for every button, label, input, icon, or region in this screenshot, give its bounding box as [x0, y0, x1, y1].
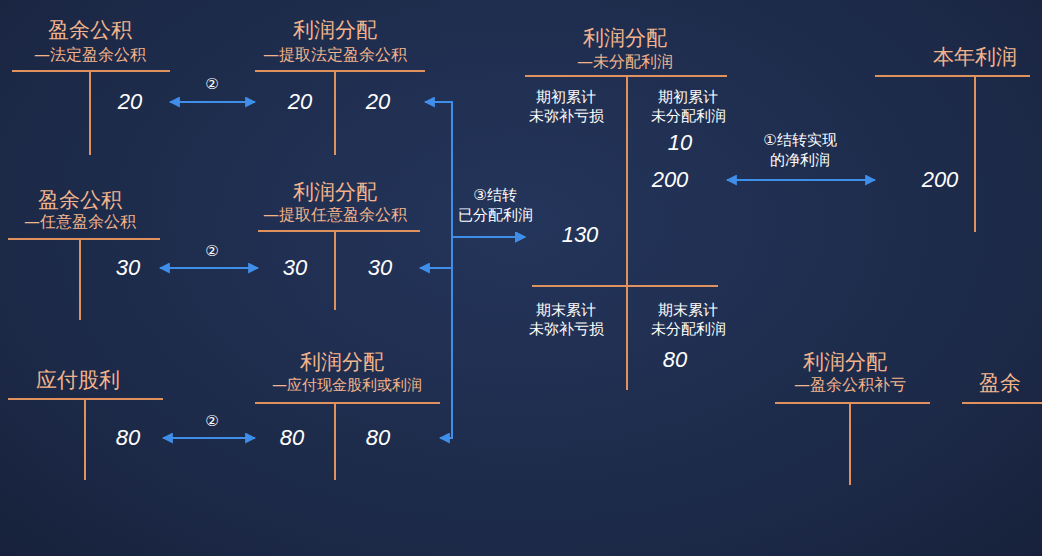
t-account-rule — [84, 398, 86, 480]
account-title: 盈余公积 — [38, 187, 122, 213]
amount: 20 — [118, 88, 142, 116]
t-account-rule — [255, 402, 440, 404]
step-label: ② — [205, 75, 218, 95]
step-label: ② — [205, 242, 218, 262]
transfer-arrow — [160, 267, 258, 269]
amount: 20 — [366, 88, 390, 116]
amount: 80 — [280, 424, 304, 452]
t-account-rule — [626, 75, 628, 390]
step-label: ①结转实现 的净利润 — [763, 131, 836, 170]
t-account-rule — [12, 70, 170, 72]
account-title: 本年利润 — [933, 44, 1017, 70]
t-account: 利润分配—应付现金股利或利润 80 80 — [255, 345, 440, 480]
account-title: 利润分配 — [583, 25, 667, 51]
step-label: ② — [205, 412, 218, 432]
amount: 10 — [668, 129, 692, 157]
t-account-rule — [849, 402, 851, 485]
account-title: 利润分配 — [803, 349, 887, 375]
t-account-rule — [8, 238, 160, 240]
account-title: 利润分配 — [300, 349, 384, 375]
t-account-rule — [89, 70, 91, 155]
t-account-rule — [775, 402, 930, 404]
balance-caption: 期末累计 未分配利润 — [651, 301, 726, 339]
t-account: 盈余公积—任意盈余公积 30 — [8, 185, 160, 320]
t-account: 利润分配—未分配利润期初累计 未弥补亏损 期初累计 未分配利润 10 200 130 期末… — [525, 18, 727, 390]
account-title: 盈余 — [979, 370, 1021, 396]
balance-caption: 期初累计 未分配利润 — [651, 88, 726, 126]
t-account: 利润分配—盈余公积补亏 — [775, 345, 930, 485]
amount: 130 — [562, 221, 599, 249]
account-subtitle: —应付现金股利或利润 — [272, 376, 422, 395]
account-subtitle: —未分配利润 — [577, 52, 673, 72]
amount: 200 — [922, 166, 959, 194]
balance-caption: 期初累计 未弥补亏损 — [529, 88, 604, 126]
amount: 80 — [116, 424, 140, 452]
account-subtitle: —提取法定盈余公积 — [263, 45, 407, 65]
account-title: 利润分配 — [293, 179, 377, 205]
t-account-rule — [962, 402, 1042, 404]
t-account: 盈余 — [962, 365, 1042, 405]
account-title: 利润分配 — [293, 17, 377, 43]
amount: 200 — [652, 166, 689, 194]
t-account-rule — [79, 238, 81, 320]
transfer-arrow — [440, 237, 525, 438]
transfer-arrow — [727, 179, 875, 181]
transfer-arrow — [170, 101, 255, 103]
transfer-arrow — [163, 437, 255, 439]
t-account: 盈余公积—法定盈余公积 20 — [12, 15, 170, 155]
account-subtitle: —法定盈余公积 — [34, 45, 146, 65]
account-title: 应付股利 — [36, 367, 120, 393]
amount: 30 — [283, 254, 307, 282]
t-account-rule — [258, 230, 420, 232]
balance-caption: 期末累计 未弥补亏损 — [529, 301, 604, 339]
account-subtitle: —提取任意盈余公积 — [263, 205, 407, 225]
t-account-rule — [532, 285, 718, 287]
amount: 80 — [366, 424, 390, 452]
t-account: 利润分配—提取任意盈余公积 30 30 — [258, 177, 420, 310]
t-account-rule — [334, 230, 336, 310]
step-label: ③结转 已分配利润 — [458, 186, 533, 225]
amount: 20 — [288, 88, 312, 116]
amount: 30 — [116, 254, 140, 282]
account-title: 盈余公积 — [48, 17, 132, 43]
t-account: 本年利润 200 — [875, 40, 1030, 232]
t-account: 利润分配—提取法定盈余公积 20 20 — [255, 15, 425, 155]
t-account-rule — [334, 70, 336, 155]
transfer-arrow — [420, 237, 525, 268]
account-subtitle: —盈余公积补亏 — [794, 375, 906, 395]
amount: 30 — [368, 254, 392, 282]
t-account-rule — [974, 75, 976, 232]
t-account: 应付股利 80 — [8, 365, 163, 480]
t-account-rule — [875, 75, 1030, 77]
account-subtitle: —任意盈余公积 — [24, 212, 136, 232]
amount: 80 — [663, 346, 687, 374]
t-account-rule — [334, 402, 336, 480]
t-account-rule — [255, 70, 425, 72]
